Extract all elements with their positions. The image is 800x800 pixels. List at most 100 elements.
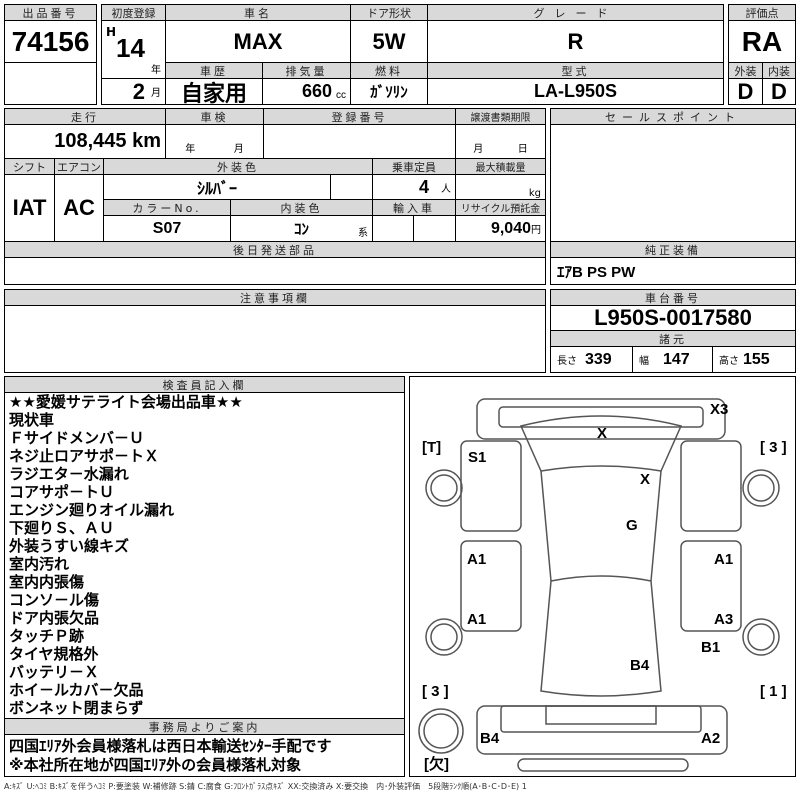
damage-mark: X: [597, 425, 608, 442]
history-label: 車歴: [165, 62, 263, 79]
damage-mark: A1: [467, 611, 487, 628]
shift: IAT: [4, 174, 55, 242]
inspector-note: ホイ－ルカバ－欠品: [9, 681, 144, 699]
grade: R: [427, 20, 724, 63]
inspector-note: コンソ－ル傷: [9, 591, 100, 609]
first-reg-year: H 14 年: [101, 20, 166, 79]
color: ｼﾙﾊﾞｰ: [103, 174, 331, 200]
ext-label: 外装: [728, 62, 763, 79]
damage-mark: [欠]: [424, 756, 449, 773]
damage-mark: B4: [630, 657, 650, 674]
fuel-label: 燃料: [350, 62, 428, 79]
damage-mark: [ 3 ]: [422, 683, 449, 700]
inspector-label: 検査員記入欄: [4, 376, 405, 393]
length-label: 長さ: [557, 356, 577, 367]
displacement-label: 排気量: [262, 62, 351, 79]
office-notice: 四国ｴﾘｱ外会員様落札は西日本輸送ｾﾝﾀｰ手配です ※本社所在地が四国ｴﾘｱ外の…: [9, 737, 332, 775]
spec-label: 諸元: [550, 330, 796, 347]
load: kg: [455, 174, 546, 200]
equipment: ｴｱB PS PW: [550, 257, 796, 285]
sales-label: セールスポイント: [550, 108, 796, 125]
sales-points: [550, 124, 796, 242]
name-label: 車名: [165, 4, 351, 21]
ext-score: D: [728, 78, 763, 105]
inspector-note: ボンネット閉まらず: [9, 699, 144, 717]
door-label: ドア形状: [350, 4, 428, 21]
month: 2: [132, 78, 145, 104]
seats-unit: 人: [441, 183, 451, 195]
equipment-label: 純正装備: [550, 241, 796, 258]
car-name: MAX: [165, 20, 351, 63]
transfer-label: 譲渡書類期限: [455, 108, 546, 125]
office-line: 四国ｴﾘｱ外会員様落札は西日本輸送ｾﾝﾀｰ手配です: [9, 737, 332, 755]
damage-mark: A3: [714, 611, 734, 628]
seats-value: 4: [418, 176, 429, 197]
inspector-note: 室内内張傷: [9, 573, 85, 591]
import-label: 輸入車: [372, 199, 456, 216]
inspector-note: 室内汚れ: [9, 555, 70, 573]
import-a: [372, 215, 414, 242]
car-outline-icon: [418, 398, 780, 772]
mileage: 108,445 km: [4, 124, 166, 159]
cautions-label: 注意事項欄: [4, 289, 546, 306]
ac-label: エアコン: [54, 158, 104, 175]
width-label: 幅: [639, 356, 649, 367]
inspection-label: 車検: [165, 108, 264, 125]
lot-label: 出品番号: [4, 4, 97, 21]
inspector-note: タイヤ規格外: [9, 645, 99, 663]
era: H: [106, 25, 117, 39]
transfer-month: 月: [473, 144, 484, 155]
inspector-note: エンジン廻りオイル漏れ: [9, 501, 175, 519]
lot-number: 74156: [4, 20, 97, 63]
grade-label: グレード: [427, 4, 724, 21]
interior-unit: 系: [358, 228, 368, 239]
height-value: 155: [743, 350, 770, 368]
damage-mark: X: [640, 471, 651, 488]
year: 14: [116, 33, 145, 63]
interior-label: 内装色: [230, 199, 373, 216]
displacement-value: 660: [301, 81, 332, 101]
damage-mark: G: [626, 517, 638, 534]
damage-mark: [ 1 ]: [760, 683, 787, 700]
inspector-note: ネジ止ロアサポ－トＸ: [9, 447, 160, 465]
history: 自家用: [165, 78, 263, 105]
damage-mark: A1: [714, 551, 734, 568]
model: LA-L950S: [427, 78, 724, 105]
office-line: ※本社所在地が四国ｴﾘｱ外の会員様落札対象: [9, 756, 302, 774]
damage-mark: S1: [468, 449, 487, 466]
width: 幅 147: [632, 346, 713, 373]
lot-empty: [4, 62, 97, 105]
mileage-label: 走行: [4, 108, 166, 125]
inspector-note: 外装うすい線キズ: [9, 537, 130, 555]
reg-no: [263, 124, 456, 159]
recycle-label: リサイクル預託金: [455, 199, 546, 216]
inspector-note: タッチＰ跡: [9, 627, 85, 645]
width-value: 147: [663, 350, 690, 368]
cautions: [4, 305, 546, 373]
load-label: 最大積載量: [455, 158, 546, 175]
inspector-note: 現状車: [9, 411, 55, 429]
score: RA: [728, 20, 796, 63]
damage-mark: X3: [710, 401, 729, 418]
recycle-value: 9,040: [490, 219, 531, 237]
first-reg-label: 初度登録: [101, 4, 166, 21]
month-unit: 月: [151, 88, 161, 99]
later-parts-label: 後日発送部品: [4, 241, 546, 258]
recycle-unit: 円: [531, 225, 541, 236]
damage-mark: A1: [467, 551, 487, 568]
reg-no-label: 登録番号: [263, 108, 456, 125]
transfer: 月日: [455, 124, 546, 159]
chassis: L950S-0017580: [550, 305, 796, 331]
displacement-unit: cc: [336, 90, 346, 101]
displacement: 660 cc: [262, 78, 351, 105]
color-no: S07: [103, 215, 231, 242]
inspector-note: ラジエタ－水漏れ: [9, 465, 129, 483]
color-extra: [330, 174, 373, 200]
transfer-day: 日: [517, 144, 528, 155]
damage-mark: B1: [701, 639, 721, 656]
